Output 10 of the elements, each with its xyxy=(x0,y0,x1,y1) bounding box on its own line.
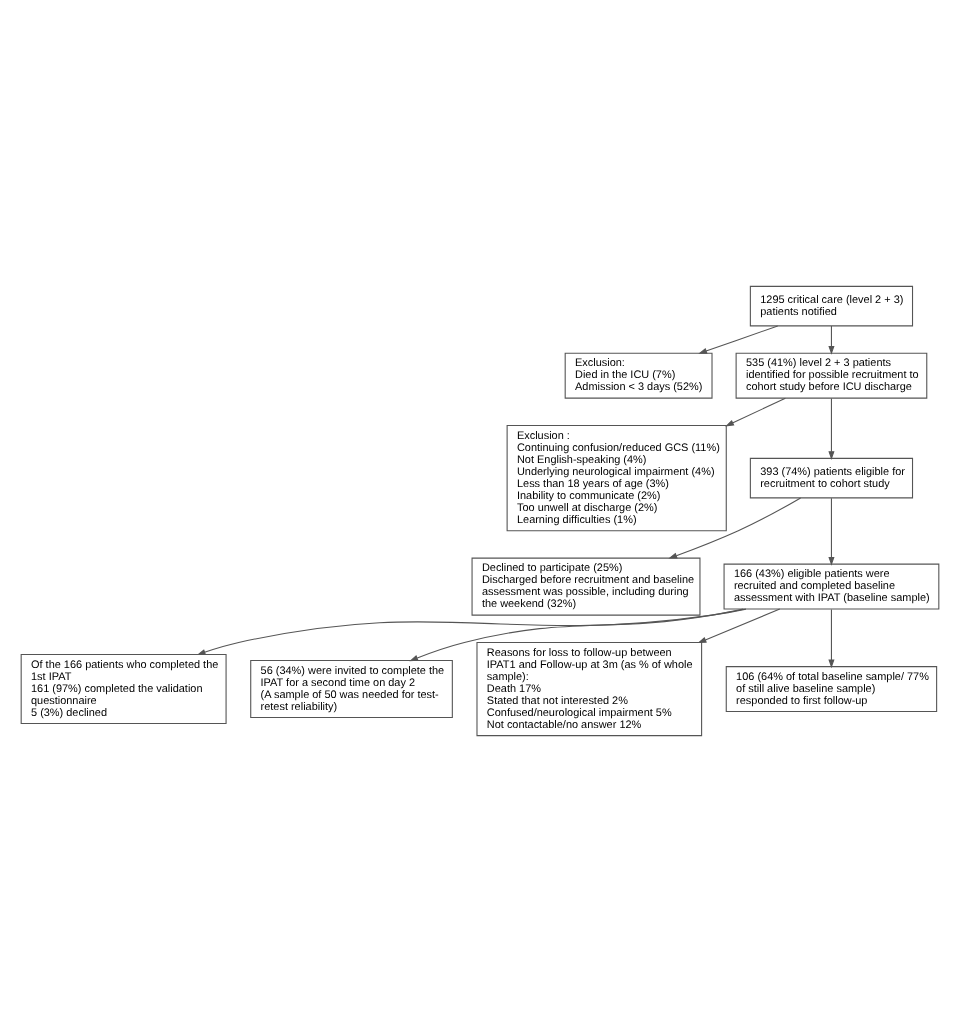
arrow xyxy=(725,397,786,427)
arrow xyxy=(828,397,835,460)
arrow xyxy=(409,608,744,662)
arrow xyxy=(828,608,835,669)
arrow xyxy=(196,608,747,656)
arrow xyxy=(697,608,781,644)
arrow xyxy=(828,325,835,355)
arrow xyxy=(828,497,835,566)
arrow xyxy=(668,497,802,559)
arrow xyxy=(698,325,779,354)
